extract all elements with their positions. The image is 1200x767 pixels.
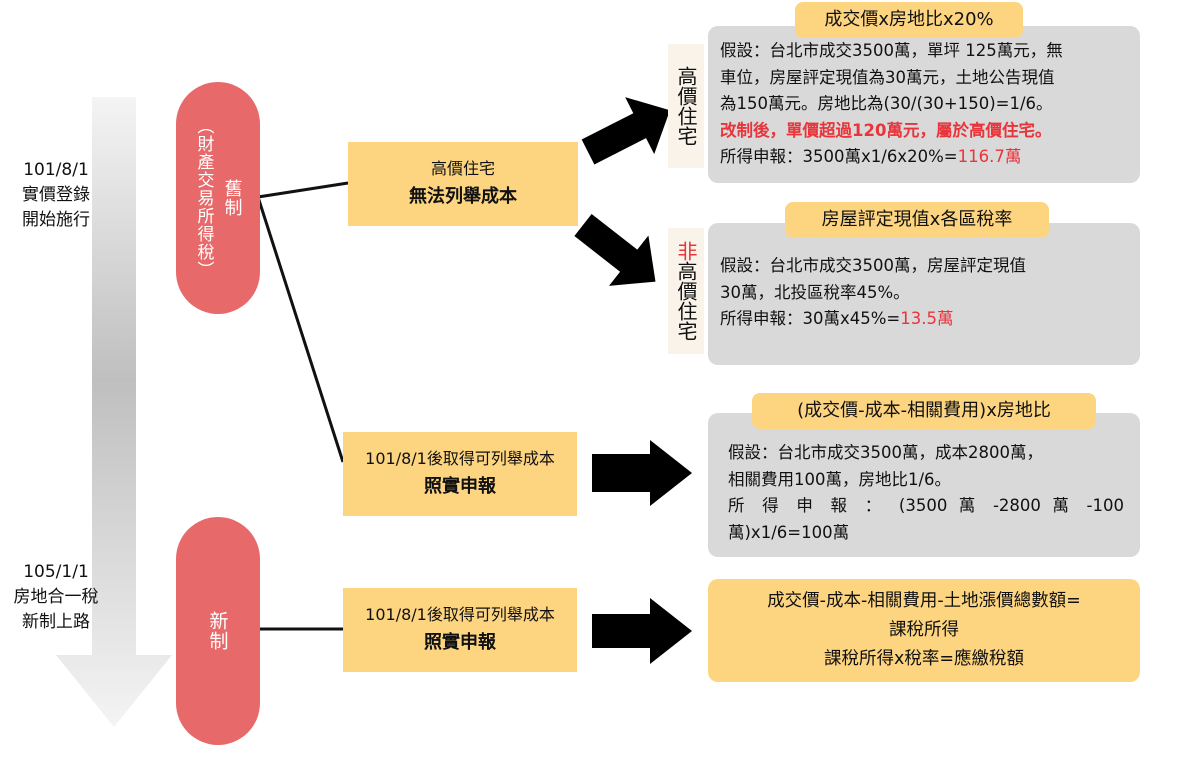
example-line: 相關費用100萬，房地比1/6。 — [728, 469, 952, 489]
timeline-date: 105/1/1 — [23, 562, 89, 582]
example-line: 假設：台北市成交3500萬，房屋評定現值 — [720, 256, 1026, 275]
timeline-event-1: 101/8/1 實價登錄 開始施行 — [0, 158, 112, 233]
branch-actual-old-box: 101/8/1後取得可列舉成本 照實申報 — [343, 432, 577, 516]
timeline-arrow — [56, 97, 172, 727]
new-system-pill: 新制 — [176, 517, 260, 745]
high-price-formula-tag: 成交價x房地比x20% — [795, 2, 1023, 38]
timeline-text: 房地合一稅 — [13, 587, 99, 607]
timeline-event-2: 105/1/1 房地合一稅 新制上路 — [0, 560, 112, 635]
side-tag-label: 高價住宅 — [674, 66, 698, 146]
example-line: 30萬，北投區稅率45%。 — [720, 282, 910, 302]
side-tag-label: 高價住宅 — [674, 261, 698, 341]
side-tag-prefix: 非 — [674, 241, 698, 261]
branch-title: 高價住宅 — [430, 159, 495, 178]
arrow-to-actual — [592, 440, 692, 506]
old-system-pill: （財產交易所得稅） 舊制 — [176, 82, 260, 314]
high-price-example-box: 假設：台北市成交3500萬，單坪 125萬元，無 車位，房屋評定現值為30萬元，… — [708, 26, 1140, 183]
timeline-text: 新制上路 — [22, 612, 90, 632]
example-result: 所得申報：30萬x45%=13.5萬 — [720, 306, 1140, 333]
formula-text: 房屋評定現值x各區稅率 — [821, 209, 1013, 230]
example-highlight: 改制後，單價超過120萬元，屬於高價住宅。 — [720, 120, 1052, 140]
new-system-label: 新制 — [206, 611, 229, 651]
non-high-price-example-box: 假設：台北市成交3500萬，房屋評定現值 30萬，北投區稅率45%。 所得申報：… — [708, 223, 1140, 365]
arrow-to-non-high-price — [574, 213, 656, 286]
branch-subtitle: 照實申報 — [424, 476, 496, 497]
example-line: 假設：台北市成交3500萬，單坪 125萬元，無 — [720, 41, 1063, 60]
branch-title: 101/8/1後取得可列舉成本 — [365, 449, 555, 468]
old-system-label: 舊制 — [221, 179, 243, 217]
timeline-text: 實價登錄 — [22, 185, 90, 205]
result-value: 116.7萬 — [957, 147, 1022, 166]
branch-subtitle: 無法列舉成本 — [409, 186, 517, 207]
actual-formula-tag: (成交價-成本-相關費用)x房地比 — [752, 393, 1096, 429]
branch-actual-new-box: 101/8/1後取得可列舉成本 照實申報 — [343, 588, 577, 672]
branch-title: 101/8/1後取得可列舉成本 — [365, 605, 555, 624]
branch-lines — [256, 181, 349, 631]
result-prefix: 所得申報：30萬x45%= — [720, 309, 901, 328]
branch-subtitle: 照實申報 — [424, 632, 496, 653]
formula-text: 成交價x房地比x20% — [824, 9, 994, 30]
non-high-price-side-tag: 非高價住宅 — [668, 228, 704, 354]
new-formula-box: 成交價-成本-相關費用-土地漲價總數額= 課稅所得 課稅所得x稅率=應繳稅額 — [708, 579, 1140, 682]
formula-line: 課稅所得 — [889, 620, 959, 640]
example-line: 車位，房屋評定現值為30萬元，土地公告現值 — [720, 67, 1055, 87]
formula-line: 成交價-成本-相關費用-土地漲價總數額= — [767, 591, 1081, 611]
example-line: 假設：台北市成交3500萬，成本2800萬， — [728, 443, 1043, 462]
timeline-date: 101/8/1 — [23, 160, 89, 180]
example-result: 所得申報：3500萬x1/6x20%=116.7萬 — [720, 144, 1140, 171]
arrow-to-high-price — [581, 97, 670, 165]
branch-high-price-box: 高價住宅 無法列舉成本 — [348, 142, 578, 226]
timeline-text: 開始施行 — [22, 210, 90, 230]
example-line: 萬)x1/6=100萬 — [728, 522, 850, 542]
result-prefix: 所得申報：3500萬x1/6x20%= — [720, 147, 958, 166]
formula-line: 課稅所得x稅率=應繳稅額 — [823, 649, 1025, 669]
example-line: 為150萬元。房地比為(30/(30+150)=1/6。 — [720, 94, 1053, 113]
high-price-side-tag: 高價住宅 — [668, 44, 704, 168]
arrow-to-new-formula — [592, 598, 692, 664]
non-high-price-formula-tag: 房屋評定現值x各區稅率 — [785, 202, 1049, 238]
example-line: 所 得 申 報 ： (3500 萬 -2800 萬 -100 — [728, 496, 1124, 515]
formula-text: (成交價-成本-相關費用)x房地比 — [797, 400, 1051, 421]
result-value: 13.5萬 — [900, 309, 954, 328]
actual-example-box: 假設：台北市成交3500萬，成本2800萬， 相關費用100萬，房地比1/6。 … — [708, 413, 1140, 557]
old-system-sub: （財產交易所得稅） — [193, 117, 214, 279]
